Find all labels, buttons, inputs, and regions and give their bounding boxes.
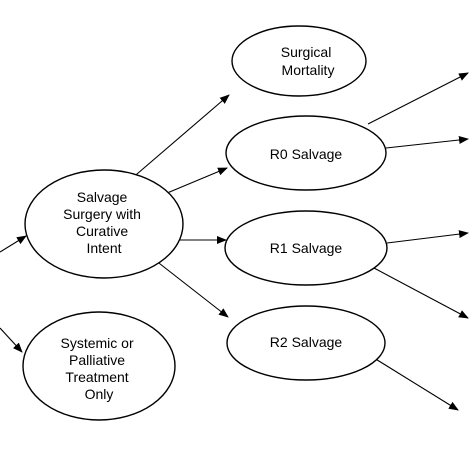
node-surgical-mortality-line-1: Surgical <box>281 44 332 60</box>
node-salvage-surgery-line-1: Salvage <box>77 189 128 205</box>
node-r1-salvage-line-1: R1 Salvage <box>270 240 343 256</box>
edge-salvage-to-r0 <box>159 167 228 197</box>
svg-text:Systemic or Palliative: Systemic or Palliative Treatment Only <box>60 335 137 402</box>
node-r0-salvage-line-1: R0 Salvage <box>270 146 343 162</box>
node-salvage-surgery-line-3: Curative <box>76 223 128 239</box>
node-r2-salvage: R2 Salvage <box>226 305 386 381</box>
svg-text:R0 Salvage: R0 Salvage <box>270 146 343 162</box>
node-salvage-surgery: Salvage Surgery with Curative Intent <box>24 169 184 279</box>
node-systemic-treatment-line-3: Treatment <box>65 369 128 385</box>
nodes: Surgical Mortality R0 Salvage Salvage Su… <box>22 25 388 421</box>
node-systemic-treatment: Systemic or Palliative Treatment Only <box>22 311 176 421</box>
svg-text:Surgical Mortality: Surgical Mortality <box>281 44 335 78</box>
edge-incoming-to-salvage-surgery <box>0 235 27 253</box>
node-systemic-treatment-line-4: Only <box>85 386 114 402</box>
node-systemic-treatment-line-2: Palliative <box>69 352 125 368</box>
node-r2-salvage-line-1: R2 Salvage <box>270 334 343 350</box>
node-salvage-surgery-line-2: Surgery with <box>63 206 141 222</box>
edge-incoming-to-systemic-treatment <box>0 327 23 353</box>
edge-r0-outcome-upper <box>367 72 469 125</box>
svg-text:R1 Salvage: R1 Salvage <box>270 240 343 256</box>
node-r1-salvage: R1 Salvage <box>224 210 388 286</box>
node-salvage-surgery-line-4: Intent <box>86 240 121 256</box>
edges <box>0 72 469 411</box>
edge-r1-outcome-upper <box>386 230 469 244</box>
edge-r1-outcome-lower <box>373 267 469 319</box>
node-surgical-mortality: Surgical Mortality <box>231 25 367 97</box>
edge-salvage-to-r2 <box>154 259 229 318</box>
svg-text:R2 Salvage: R2 Salvage <box>270 334 343 350</box>
edge-r0-outcome-lower <box>385 136 469 149</box>
edge-salvage-to-surgical-mortality <box>129 94 230 181</box>
node-systemic-treatment-line-1: Systemic or <box>60 335 133 351</box>
node-surgical-mortality-line-2: Mortality <box>282 62 335 78</box>
edge-r2-outcome-lower <box>373 357 459 411</box>
svg-text:Salvage Surgery with: Salvage Surgery with Curative Intent <box>63 189 145 256</box>
node-r0-salvage: R0 Salvage <box>225 115 387 191</box>
